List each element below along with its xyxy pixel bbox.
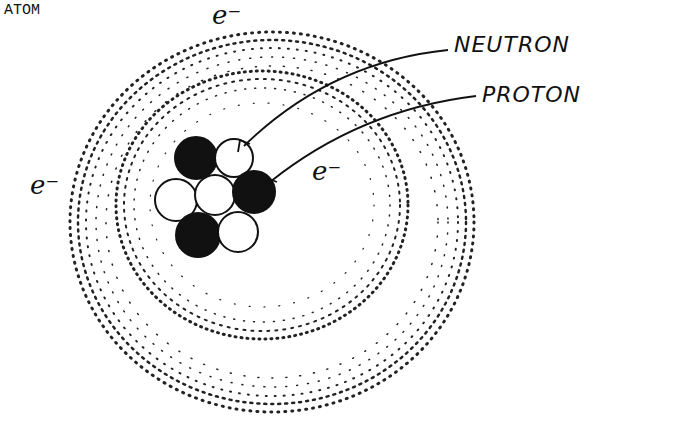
- inner-shell: [124, 79, 400, 331]
- arrowhead: [266, 178, 277, 190]
- electron-label: e⁻: [312, 156, 341, 186]
- electron-label: e⁻: [212, 0, 241, 30]
- neutron: [195, 175, 235, 215]
- outer-shell: [70, 32, 474, 412]
- neutron: [218, 212, 258, 252]
- outer-shell: [78, 40, 466, 404]
- diagram-title: ATOM: [4, 2, 40, 19]
- callout-label: NEUTRON: [454, 32, 570, 57]
- inner-shell: [134, 88, 390, 322]
- outer-shell: [106, 66, 438, 378]
- callout-label: PROTON: [482, 82, 581, 107]
- outer-shell: [96, 57, 448, 387]
- leader-line: [244, 50, 448, 146]
- outer-shell: [86, 48, 458, 396]
- electron-label: e⁻: [30, 170, 59, 200]
- proton: [175, 137, 217, 179]
- proton: [233, 171, 275, 213]
- inner-shell: [116, 71, 408, 339]
- inner-shell: [150, 103, 374, 307]
- leader-line: [270, 96, 476, 182]
- arrowhead: [238, 140, 250, 152]
- proton: [176, 213, 220, 257]
